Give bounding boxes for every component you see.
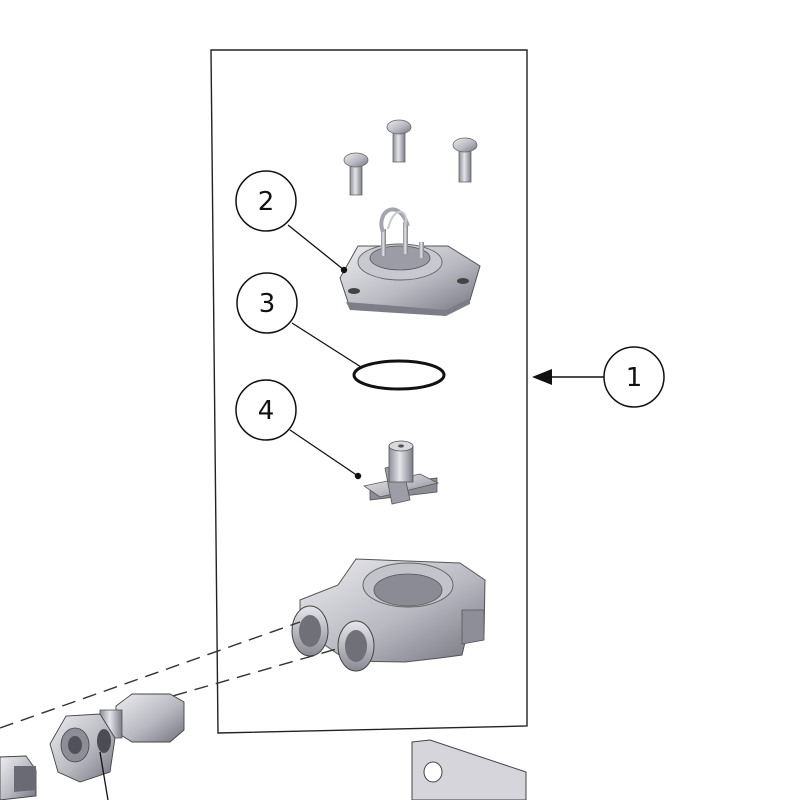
callout-2-label: 2 [258,187,275,217]
bracket [411,739,527,800]
callout-2: 2 [235,170,348,274]
impeller [363,440,440,505]
callout-4-label: 4 [258,396,275,426]
callout-1-label: 1 [626,363,643,393]
compression-fitting [0,693,185,800]
fitting-leader-line [99,751,109,800]
callout-4: 4 [235,379,362,480]
o-ring [352,359,446,391]
callout-1: 1 [532,346,665,408]
flow-body [291,558,486,672]
callout-3-label: 3 [259,289,276,319]
callout-3: 3 [236,272,362,368]
assembly-frame [210,49,528,734]
sensor-cap [339,207,481,316]
screw-left [343,152,369,196]
screw-right [452,137,478,183]
screw-top [386,119,412,163]
screws [343,119,478,196]
assembly-axis-lines [0,621,341,729]
callout-1-arrowhead [532,369,552,385]
